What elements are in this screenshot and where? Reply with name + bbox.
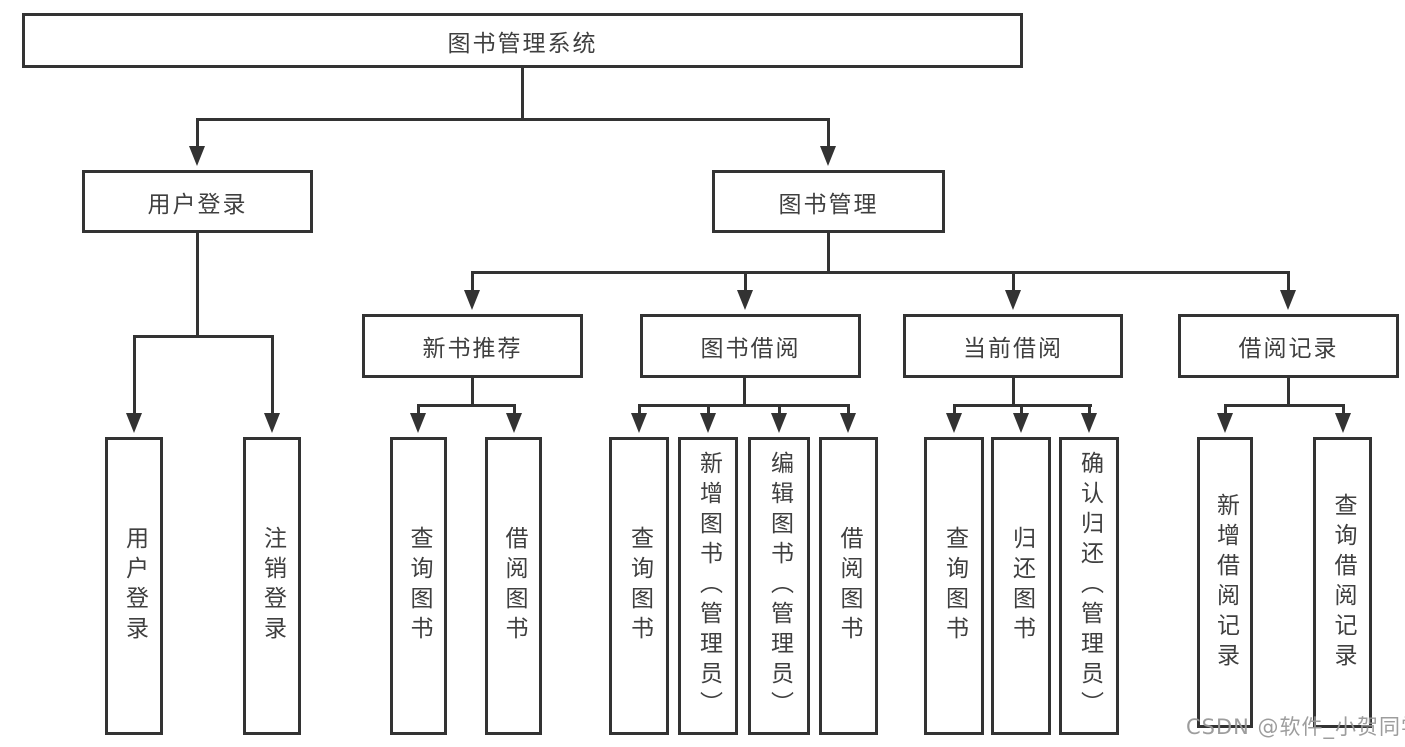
arrowhead-down — [506, 413, 522, 433]
arrowhead-down — [771, 413, 787, 433]
node-label: 图书管理 — [778, 191, 879, 218]
arrowhead-down — [840, 413, 856, 433]
node-current-borrowing: 当前借阅 — [903, 314, 1123, 378]
connector-login-leaf1-shaft — [133, 335, 136, 413]
connector-records-leaf2-shaft — [1342, 404, 1345, 413]
connector-borrow-leaf1-shaft — [638, 404, 641, 413]
node-label: 当前借阅 — [963, 336, 1063, 362]
connector-current-leaf2-shaft — [1020, 404, 1023, 413]
node-label: 注销登录 — [259, 526, 286, 646]
connector-borrow-records-shaft — [1287, 271, 1290, 290]
node-label: 借阅图书 — [836, 526, 862, 646]
connector-rec-hline — [417, 404, 516, 407]
connector-login-leaf2-shaft — [271, 335, 274, 413]
arrowhead-down — [631, 413, 647, 433]
node-confirm-return-admin: 确认归还（管理员） — [1059, 437, 1119, 735]
node-borrow-books: 借阅图书 — [819, 437, 878, 735]
connector-login-hline — [133, 335, 274, 338]
node-borrowing-records: 借阅记录 — [1178, 314, 1399, 378]
node-query-borrow-record: 查询借阅记录 — [1313, 437, 1372, 728]
connector-book-borrow-shaft — [744, 271, 747, 290]
connector-user-login-shaft — [196, 118, 199, 146]
node-label: 查询借阅记录 — [1330, 492, 1356, 673]
connector-records-leaf1-shaft — [1224, 404, 1227, 413]
arrowhead-down — [464, 290, 480, 310]
connector-current-leaf3-shaft — [1088, 404, 1091, 413]
arrowhead-down — [126, 413, 142, 433]
node-user-login: 用户登录 — [82, 170, 313, 233]
connector-login-stub — [196, 233, 199, 335]
connector-root-stub — [521, 68, 524, 118]
arrowhead-down — [820, 146, 836, 166]
connector-mgmt-hline — [471, 271, 1290, 274]
node-label: 归还图书 — [1008, 526, 1035, 646]
node-borrow-books-rec: 借阅图书 — [485, 437, 542, 735]
node-label: 借阅图书 — [501, 526, 527, 646]
connector-borrow-hline — [638, 404, 850, 407]
arrowhead-down — [700, 413, 716, 433]
arrowhead-down — [1217, 413, 1233, 433]
connector-records-stub — [1287, 378, 1290, 404]
node-query-books-rec: 查询图书 — [390, 437, 447, 735]
connector-rec-stub — [471, 378, 474, 404]
arrowhead-down — [1335, 413, 1351, 433]
node-query-books-current: 查询图书 — [924, 437, 984, 735]
node-book-borrowing: 图书借阅 — [640, 314, 861, 378]
connector-current-leaf1-shaft — [953, 404, 956, 413]
node-new-book-recommend: 新书推荐 — [362, 314, 583, 378]
node-return-books: 归还图书 — [991, 437, 1051, 735]
connector-rec-leaf2-shaft — [513, 404, 516, 413]
arrowhead-down — [264, 413, 280, 433]
node-label: 确认归还（管理员） — [1076, 451, 1103, 721]
node-user-login-leaf: 用户登录 — [105, 437, 163, 735]
arrowhead-down — [1081, 413, 1097, 433]
arrowhead-down — [1005, 290, 1021, 310]
node-label: 借阅记录 — [1238, 336, 1339, 362]
node-label: 新书推荐 — [422, 336, 523, 362]
node-label: 查询图书 — [626, 526, 653, 646]
node-book-management: 图书管理 — [712, 170, 945, 233]
connector-borrow-leaf3-shaft — [778, 404, 781, 413]
node-label: 图书借阅 — [700, 336, 801, 362]
node-label: 编辑图书（管理员） — [766, 451, 793, 721]
arrowhead-down — [189, 146, 205, 166]
arrowhead-down — [737, 290, 753, 310]
node-label: 查询图书 — [406, 526, 432, 646]
arrowhead-down — [1280, 290, 1296, 310]
node-query-books-borrow: 查询图书 — [609, 437, 669, 735]
node-edit-book-admin: 编辑图书（管理员） — [748, 437, 810, 735]
connector-current-stub — [1012, 378, 1015, 404]
node-logout: 注销登录 — [243, 437, 301, 735]
connector-root-hline — [196, 118, 830, 121]
connector-borrow-stub — [743, 378, 746, 404]
arrowhead-down — [946, 413, 962, 433]
node-label: 图书管理系统 — [447, 30, 598, 57]
arrowhead-down — [410, 413, 426, 433]
node-add-borrow-record: 新增借阅记录 — [1197, 437, 1253, 728]
connector-rec-leaf1-shaft — [417, 404, 420, 413]
node-label: 用户登录 — [147, 191, 248, 218]
node-label: 查询图书 — [941, 526, 968, 646]
connector-current-borrow-shaft — [1012, 271, 1015, 290]
arrowhead-down — [1013, 413, 1029, 433]
node-label: 新增图书（管理员） — [695, 451, 722, 721]
connector-mgmt-stub — [827, 233, 830, 271]
connector-borrow-leaf4-shaft — [847, 404, 850, 413]
node-library-management-system: 图书管理系统 — [22, 13, 1023, 68]
node-add-book-admin: 新增图书（管理员） — [678, 437, 738, 735]
node-label: 用户登录 — [121, 526, 148, 646]
connector-new-book-rec-shaft — [471, 271, 474, 290]
connector-records-hline — [1224, 404, 1345, 407]
node-label: 新增借阅记录 — [1212, 492, 1239, 673]
csdn-watermark: CSDN @软件_小贺同学 — [1186, 715, 1405, 739]
connector-book-mgmt-shaft — [827, 118, 830, 146]
connector-borrow-leaf2-shaft — [707, 404, 710, 413]
